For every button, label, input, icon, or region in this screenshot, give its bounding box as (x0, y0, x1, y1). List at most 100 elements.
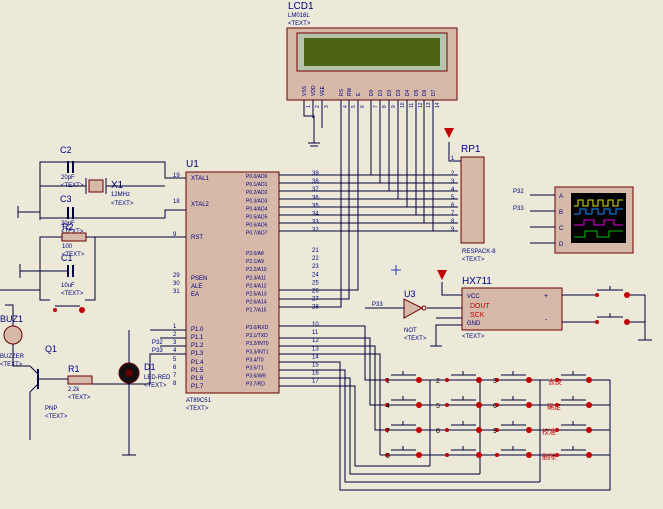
lcd-pin-label: D1 (378, 89, 384, 96)
u1-left-pin-number: 9 (173, 232, 177, 238)
lcd-pin-label: D0 (369, 89, 375, 96)
u1-right-pin-number: 27 (312, 297, 319, 303)
lcd1-text: <TEXT> (288, 21, 311, 27)
q1-part: PNP (45, 406, 57, 412)
lcd-pin-number: 5 (351, 105, 357, 108)
u1-right-pin-number: 25 (312, 280, 319, 286)
keypad-switch[interactable] (555, 371, 592, 383)
u1-left-pin-number: 18 (173, 199, 180, 205)
keypad-switch[interactable] (385, 446, 422, 458)
u1-right-pin-name: P0.0/AD0 (246, 174, 268, 180)
u1-left-pin-name: RST (191, 235, 203, 241)
keypad-switch[interactable] (495, 396, 532, 408)
keypad-switch[interactable] (385, 396, 422, 408)
c1-ref: C1 (61, 253, 73, 263)
lcd-pin-label: D3 (396, 89, 402, 96)
cursor-marker (391, 265, 401, 275)
lcd-pin-number: 2 (315, 105, 321, 108)
u1-right-pin-name: P2.4/A12 (246, 283, 267, 289)
keypad-function-label: 确定 (547, 402, 561, 411)
keypad-switch[interactable] (385, 421, 422, 433)
keypad-switch[interactable] (555, 396, 592, 408)
lcd-pin-number: 3 (324, 105, 330, 108)
keypad-switch[interactable] (445, 396, 482, 408)
keypad-key-label: 4 (386, 403, 390, 410)
r1-ref: R1 (68, 364, 80, 374)
r1-resistor[interactable]: R1 2.2k <TEXT> (67, 364, 93, 401)
keypad-switch[interactable] (385, 371, 422, 383)
c2-capacitor[interactable]: C2 20pF <TEXT> (60, 145, 84, 189)
hx711-component[interactable]: HX711 <TEXT> VCC DOUT SCK GND + - (461, 276, 563, 340)
u1-right-pin-number: 22 (312, 256, 319, 262)
ground-symbols (308, 142, 442, 347)
u1-right-pin-name: P0.3/AD3 (246, 198, 268, 204)
lcd-pin-label: D4 (405, 89, 411, 96)
u3-part: NOT (404, 328, 417, 334)
keypad-function-label: 删除 (542, 452, 556, 461)
scope-channel-label: A (559, 194, 563, 200)
lcd-pin-number: 1 (306, 105, 312, 108)
r1-text: <TEXT> (68, 395, 91, 401)
u1-left-pin-name: P1.5 (191, 368, 204, 374)
net-p32-scope: P32 (513, 189, 524, 195)
u1-right-pin-number: 38 (312, 179, 319, 185)
c3-capacitor[interactable]: C3 20pF <TEXT> (60, 194, 84, 235)
keypad-switch[interactable] (495, 421, 532, 433)
keypad-switch[interactable] (495, 371, 532, 383)
keypad-function-label: 去皮 (548, 377, 562, 386)
keypad-switch[interactable] (445, 371, 482, 383)
u1-right-pin-name: P3.2/INT0 (246, 341, 269, 347)
keypad-switch[interactable] (555, 446, 592, 458)
c2-value: 20pF (61, 175, 75, 181)
keypad-switch[interactable] (445, 421, 482, 433)
keypad-key-label: 7 (386, 428, 390, 435)
keypad-function-label: 校准 (542, 427, 556, 436)
net-p32-mcu: P32 (152, 340, 163, 346)
u1-right-pin-number: 24 (312, 272, 319, 278)
hx711-switches[interactable] (595, 286, 630, 325)
rp1-pin-number: 1 (451, 156, 455, 162)
keypad-switch[interactable] (555, 421, 592, 433)
u1-right-pin-name: P3.3/INT1 (246, 349, 269, 355)
scope-channel-label: D (559, 242, 564, 248)
u1-left-pin-number: 6 (173, 365, 177, 371)
r2-value: 100 (62, 244, 73, 250)
x1-crystal[interactable]: X1 12MHz <TEXT> (85, 178, 134, 207)
rp1-ref: RP1 (461, 144, 481, 155)
reset-switch[interactable] (53, 305, 85, 313)
u1-left-pin-number: 4 (173, 348, 177, 354)
u1-right-pin-name: P3.5/T1 (246, 366, 264, 372)
hx711-plus: + (544, 293, 548, 300)
c3-value: 20pF (61, 221, 75, 227)
u1-left-pin-number: 3 (173, 340, 177, 346)
d1-led[interactable]: D1 LED-RED <TEXT> (118, 362, 171, 389)
u1-left-pin-number: 31 (173, 289, 180, 295)
keypad-switch[interactable] (445, 446, 482, 458)
hx711-pin-gnd: GND (467, 321, 481, 327)
rp1-pin-number: 6 (451, 203, 455, 209)
c2-ref: C2 (60, 145, 72, 155)
hx711-pin-sck: SCK (470, 312, 485, 319)
keypad-key-label: 5 (436, 403, 440, 410)
lcd-pin-label: RW (347, 87, 353, 96)
q1-transistor[interactable]: Q1 PNP <TEXT> (29, 344, 68, 420)
u3-not-gate[interactable]: U3 NOT <TEXT> (403, 289, 427, 342)
rp1-text: <TEXT> (462, 257, 485, 263)
buz1-buzzer[interactable]: BUZ1 BUZZER <TEXT> (0, 314, 25, 368)
keypad-switch[interactable] (495, 446, 532, 458)
u1-left-pin-name: EA (191, 292, 199, 298)
u1-right-pin-number: 37 (312, 187, 319, 193)
lcd-pin-label: RS (339, 88, 345, 96)
scope-channel-label: C (559, 226, 564, 232)
lcd-pin-number: 6 (360, 105, 366, 108)
u1-right-pin-name: P0.5/AD5 (246, 215, 268, 221)
keypad-key-label: 2 (436, 378, 440, 385)
u1-left-pin-name: P1.1 (191, 335, 204, 341)
c1-capacitor[interactable]: C1 10uF <TEXT> (61, 253, 84, 297)
